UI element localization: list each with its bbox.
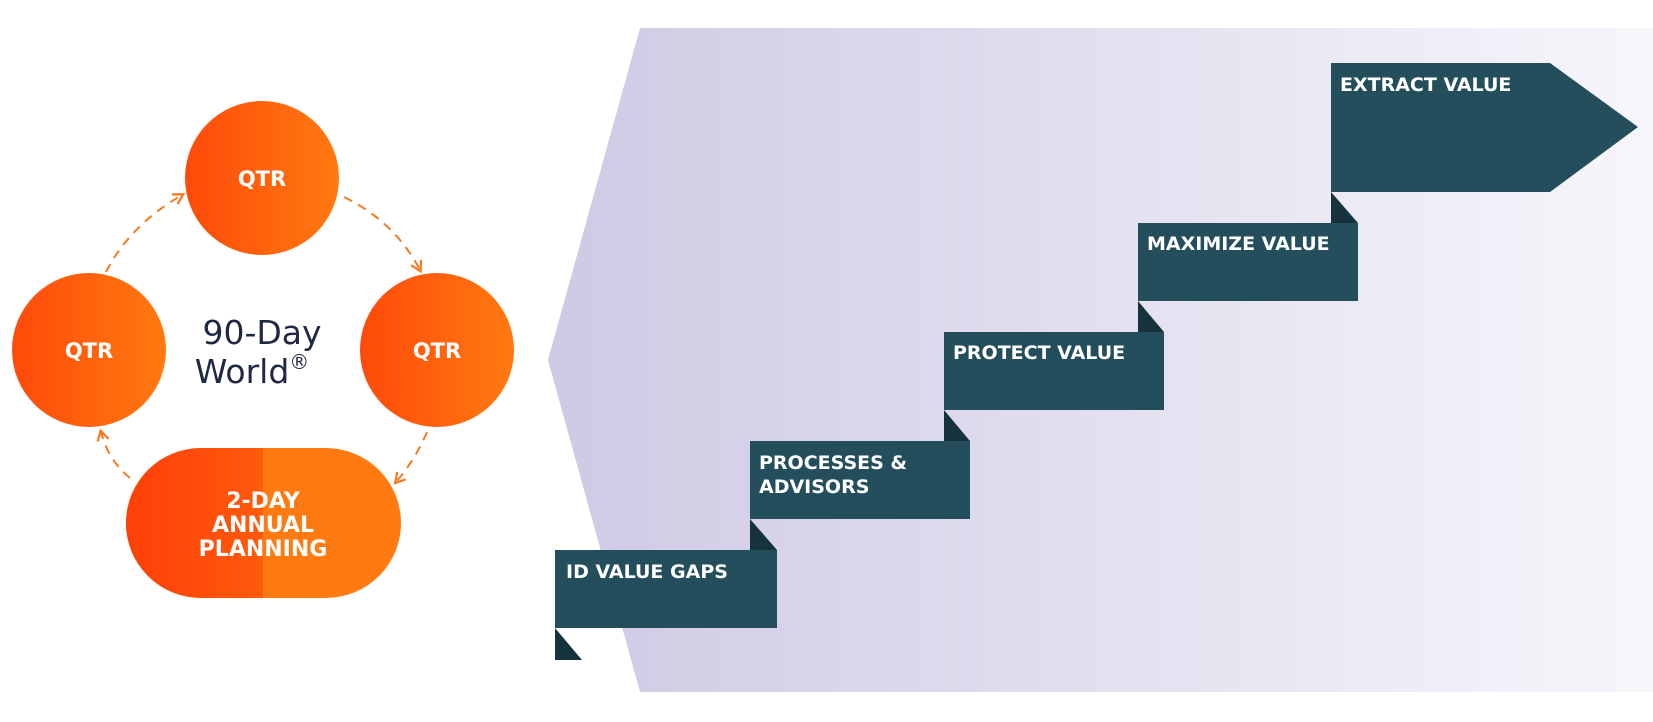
qtr-top-label: QTR [238, 167, 286, 191]
connector-left-to-top [105, 193, 186, 273]
step-5-fold [1331, 192, 1358, 223]
qtr-left-label: QTR [65, 339, 113, 363]
step-4-label: MAXIMIZE VALUE [1147, 233, 1330, 255]
step-1-label: ID VALUE GAPS [566, 561, 728, 583]
cycle-title-world: World [195, 352, 290, 391]
planning-label-line1: 2-DAY [226, 489, 301, 514]
qtr-right-label: QTR [413, 339, 461, 363]
step-5-arrow [1331, 63, 1638, 192]
qtr-circle-right [360, 273, 514, 427]
step-3-label: PROTECT VALUE [953, 342, 1125, 364]
planning-label-line3: PLANNING [199, 537, 328, 562]
planning-label-line2: ANNUAL [212, 513, 314, 538]
qtr-circle-left [12, 273, 166, 427]
step-4-block [1138, 223, 1358, 301]
connector-planning-to-left [96, 428, 131, 479]
step-5-label: EXTRACT VALUE [1340, 74, 1511, 96]
step-3-fold [944, 410, 970, 441]
step-3-block [944, 332, 1164, 410]
cycle-title-line2: World® [195, 350, 310, 391]
step-4-fold [1138, 301, 1164, 332]
cycle-diagram: QTR QTR QTR 2-DAY ANNUAL PLANNING 90-Day… [12, 101, 514, 598]
connector-right-to-planning [393, 431, 428, 485]
qtr-circle-top [185, 101, 339, 255]
step-1-block [555, 550, 777, 628]
step-1-fold [555, 628, 582, 660]
step-2-label-line2: ADVISORS [759, 476, 869, 498]
connector-top-to-right [343, 196, 423, 274]
registered-mark: ® [289, 350, 309, 374]
cycle-title-line1: 90-Day [202, 313, 321, 352]
step-2-block [750, 441, 970, 519]
step-2-fold [750, 519, 777, 550]
planning-pill-left-half [126, 448, 263, 598]
step-2-label-line1: PROCESSES & [759, 452, 907, 474]
value-stairs: ID VALUE GAPS PROCESSES & ADVISORS PROTE… [555, 63, 1638, 660]
